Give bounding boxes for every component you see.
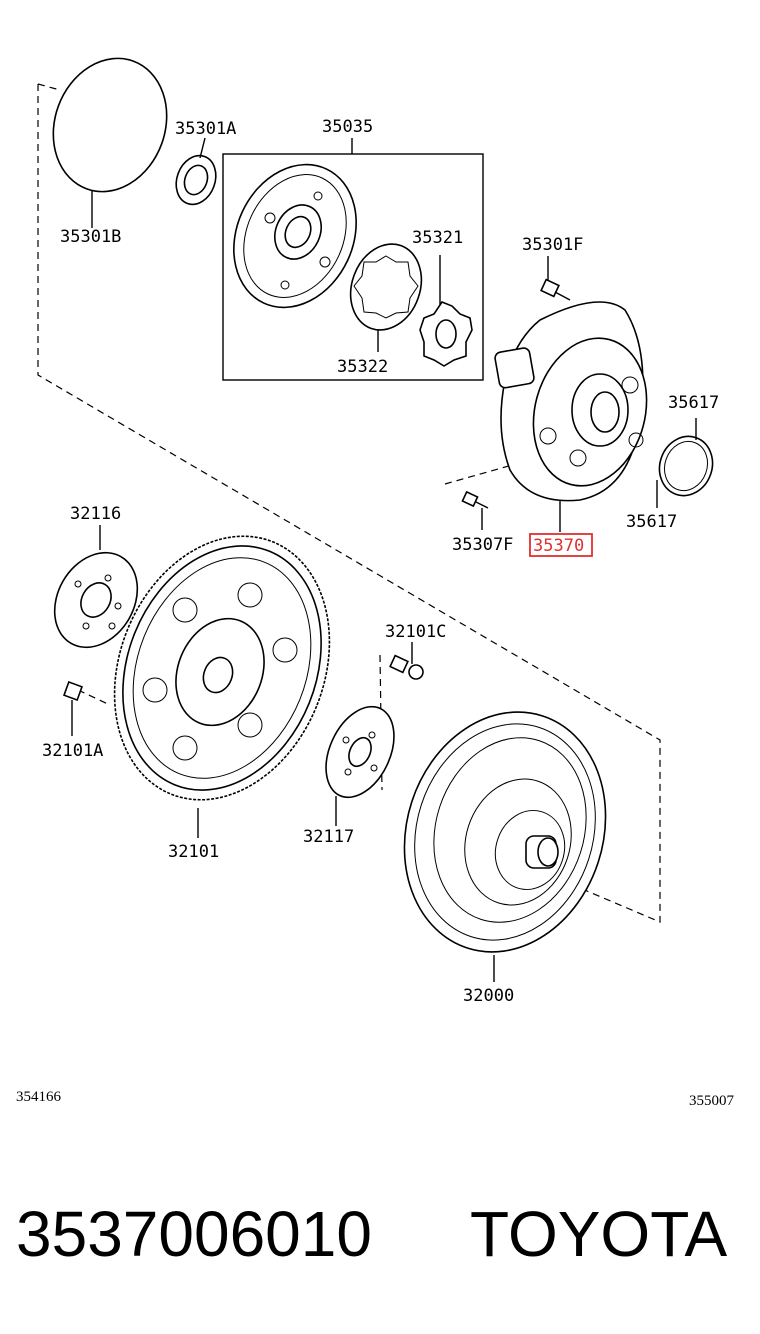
o-ring-35301B bbox=[52, 57, 168, 228]
snap-ring-35617 bbox=[656, 418, 714, 508]
plate-32117 bbox=[325, 705, 395, 826]
bolt-32101A bbox=[63, 681, 83, 736]
label-35301B: 35301B bbox=[60, 227, 121, 247]
label-35321: 35321 bbox=[412, 228, 463, 248]
label-32116: 32116 bbox=[70, 504, 121, 524]
diagram-code-right: 355007 bbox=[689, 1093, 735, 1109]
highlight-box-35370 bbox=[529, 533, 593, 557]
diagram-code-left: 354166 bbox=[16, 1089, 62, 1105]
pump-body-box-35035 bbox=[222, 138, 484, 381]
torque-converter-32000 bbox=[403, 711, 607, 982]
label-35035: 35035 bbox=[322, 117, 373, 137]
footer-part-number: 3537006010 bbox=[16, 1198, 372, 1270]
seal-35301A bbox=[175, 137, 217, 206]
drive-plate-32101 bbox=[113, 535, 331, 838]
label-35370: 35370 bbox=[533, 536, 584, 556]
label-35301A: 35301A bbox=[175, 119, 236, 139]
bolt-35307F bbox=[461, 490, 489, 530]
label-35307F: 35307F bbox=[452, 535, 513, 555]
bolt-32101C bbox=[389, 642, 424, 680]
label-32101A: 32101A bbox=[42, 741, 103, 761]
label-35617-bottom: 35617 bbox=[626, 512, 677, 532]
label-32101: 32101 bbox=[168, 842, 219, 862]
label-32117: 32117 bbox=[303, 827, 354, 847]
oil-pump-assembly-35370 bbox=[494, 301, 648, 557]
label-32000: 32000 bbox=[463, 986, 514, 1006]
plate-32116 bbox=[53, 525, 139, 649]
footer-brand: TOYOTA bbox=[470, 1198, 728, 1270]
label-35617-top: 35617 bbox=[668, 393, 719, 413]
label-35301F: 35301F bbox=[522, 235, 583, 255]
label-35322: 35322 bbox=[337, 357, 388, 377]
bolt-35301F bbox=[540, 256, 571, 301]
label-32101C: 32101C bbox=[385, 622, 446, 642]
